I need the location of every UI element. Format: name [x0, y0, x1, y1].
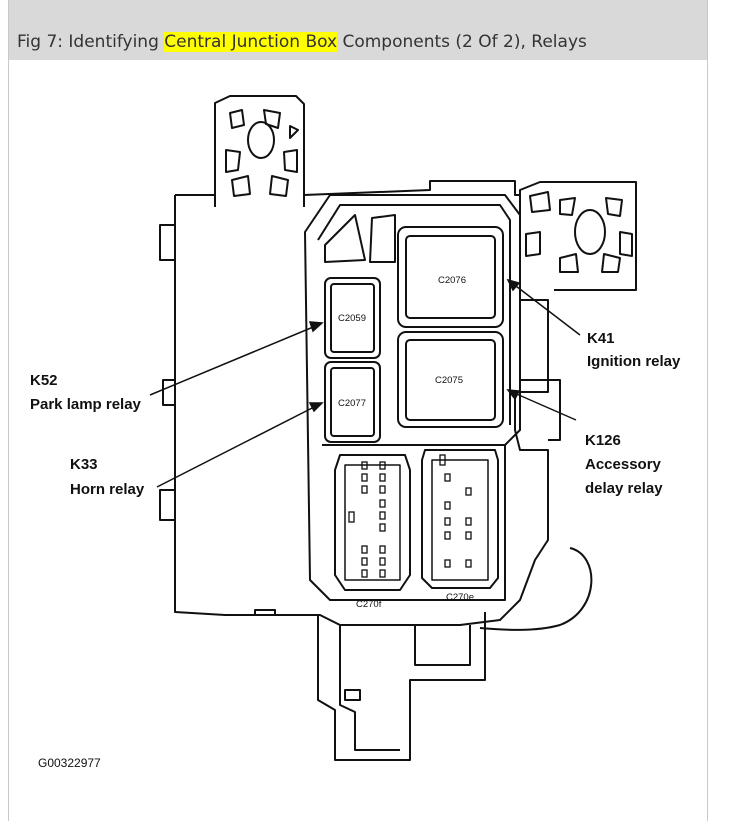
relay-socket-c2059	[324, 277, 381, 359]
callout-k52-name: Park lamp relay	[30, 396, 142, 413]
connector-c270f	[334, 454, 411, 591]
junction-box-housing	[174, 180, 549, 626]
connector-c270e	[421, 449, 499, 589]
mounting-bracket-left	[214, 95, 305, 207]
caption-highlight: Central Junction Box	[164, 32, 338, 52]
leader-k126	[511, 391, 577, 421]
leader-k52	[149, 324, 319, 396]
relay-socket-c2075	[397, 331, 504, 428]
figure-caption: Fig 7: Identifying Central Junction Box …	[17, 30, 587, 54]
figure-id: G00322977	[38, 756, 101, 770]
label-c270f: C270f	[356, 599, 382, 610]
callout-k126-name2: delay relay	[585, 480, 663, 497]
callout-k41-name: Ignition relay	[587, 353, 681, 370]
lower-harness	[317, 612, 486, 761]
relay-module	[304, 194, 521, 601]
relay-socket-c2077	[324, 361, 381, 443]
callout-k126-code: K126	[585, 432, 621, 449]
callout-k33-code: K33	[70, 456, 98, 473]
callout-k41-code: K41	[587, 330, 615, 347]
relay-socket-c2076	[397, 226, 504, 328]
label-c2075: C2075	[435, 375, 463, 386]
label-c2059: C2059	[338, 313, 366, 324]
callout-k33-name: Horn relay	[70, 481, 145, 498]
label-c2076: C2076	[438, 275, 466, 286]
harness-hook	[479, 547, 593, 631]
leader-k33	[156, 404, 319, 488]
callout-k126-name: Accessory	[585, 456, 662, 473]
label-c270e: C270e	[446, 592, 474, 603]
label-c2077: C2077	[338, 398, 366, 409]
figure-frame	[8, 0, 708, 821]
caption-bar	[8, 0, 708, 60]
caption-suffix: Components (2 Of 2), Relays	[337, 32, 587, 52]
connector-pins	[348, 454, 472, 578]
callout-k52-code: K52	[30, 372, 58, 389]
leader-k41	[511, 282, 581, 336]
mounting-bracket-right	[519, 181, 637, 291]
caption-prefix: Fig 7: Identifying	[17, 32, 165, 52]
